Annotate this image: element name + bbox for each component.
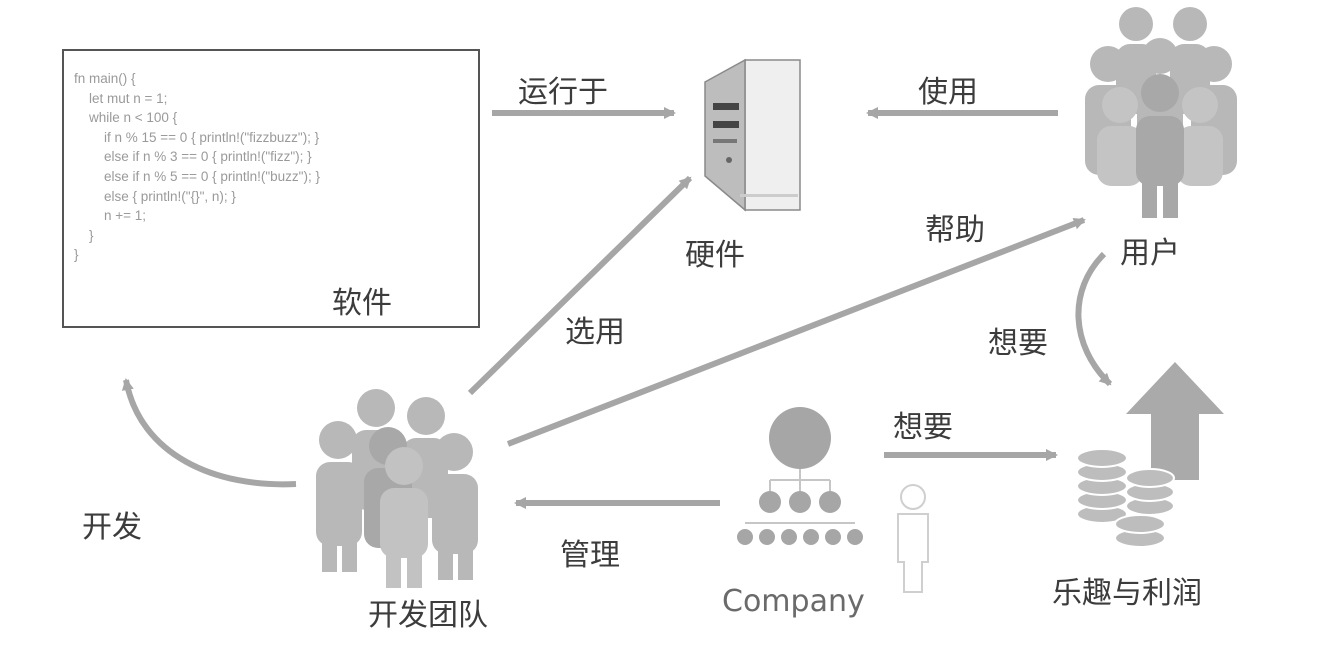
users-icon [1085, 7, 1237, 218]
software-label: 软件 [332, 286, 392, 321]
code-snippet: fn main() { let mut n = 1; while n < 100… [74, 69, 320, 265]
fun-profit-label: 乐趣与利润 [1052, 576, 1202, 611]
code-line: fn main() { [74, 71, 136, 86]
code-line: while n < 100 { [74, 110, 178, 126]
code-line: let mut n = 1; [74, 90, 168, 106]
edge-label-wants-company: 想要 [893, 410, 953, 445]
hardware-label: 硬件 [685, 238, 745, 273]
company-label: Company [722, 584, 865, 619]
arrow-wants-users [1075, 251, 1113, 387]
code-line: } [74, 227, 94, 243]
code-line: n += 1; [74, 208, 147, 224]
edge-label-manages: 管理 [560, 538, 620, 573]
arrow-chooses [467, 175, 693, 396]
edge-label-runs-on: 运行于 [518, 75, 608, 110]
company-org-icon [737, 407, 863, 545]
software-code-box: fn main() { let mut n = 1; while n < 100… [62, 49, 480, 328]
edge-label-chooses: 选用 [565, 315, 625, 350]
edge-label-wants-users: 想要 [988, 326, 1048, 361]
code-line: } [74, 247, 79, 263]
team-label: 开发团队 [368, 598, 488, 633]
person-outline-icon [897, 484, 929, 593]
code-line: else { println!("{}", n); } [74, 188, 236, 204]
edge-label-develops: 开发 [82, 510, 142, 545]
edge-label-uses: 使用 [918, 75, 978, 110]
code-line: if n % 15 == 0 { println!("fizzbuzz"); } [74, 129, 320, 145]
users-label: 用户 [1120, 236, 1180, 271]
arrow-develops [121, 378, 297, 488]
server-icon [704, 58, 801, 212]
code-line: else if n % 5 == 0 { println!("buzz"); } [74, 168, 320, 184]
coins-up-arrow-icon [1076, 362, 1224, 548]
code-line: else if n % 3 == 0 { println!("fizz"); } [74, 149, 312, 165]
team-icon [316, 389, 478, 588]
edge-label-helps: 帮助 [925, 213, 985, 248]
arrow-helps [506, 217, 1086, 447]
